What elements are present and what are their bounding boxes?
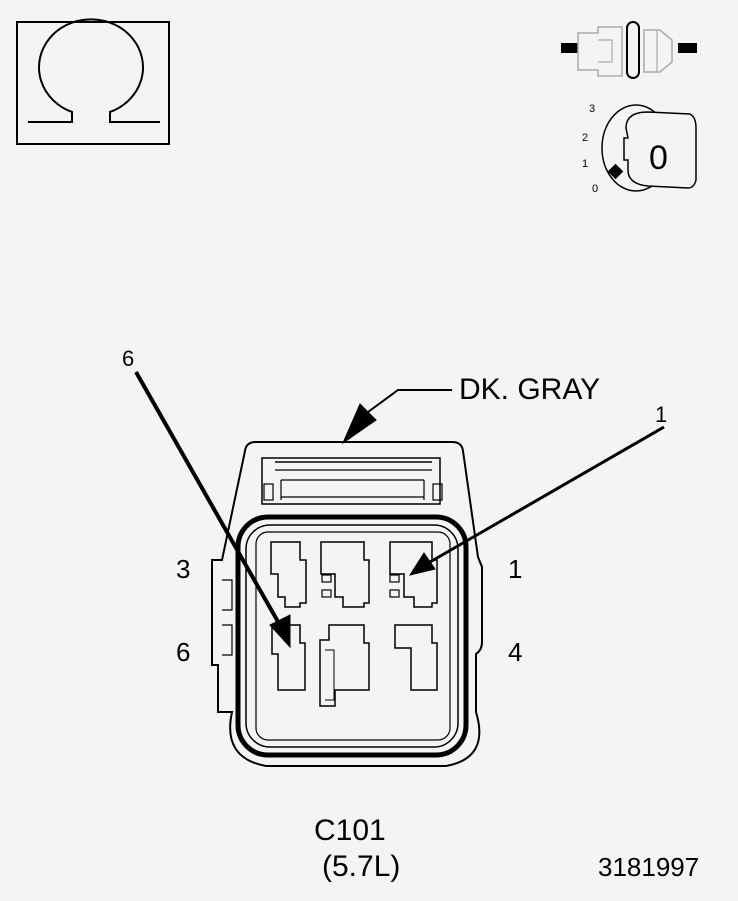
ignition-position-3: 3	[589, 103, 595, 115]
pin-6-label: 6	[176, 637, 190, 667]
ignition-position-1: 1	[582, 158, 588, 170]
connector-color-label: DK. GRAY	[459, 373, 600, 406]
ignition-key-off-icon: 3 2 1 0 0	[582, 103, 697, 195]
ohm-meter-icon	[16, 18, 170, 145]
ignition-position-0: 0	[592, 183, 598, 195]
pin-1-label: 1	[508, 554, 522, 584]
callout-leaders	[134, 371, 665, 649]
pin-4-label: 4	[508, 637, 522, 667]
disconnected-connector-icon	[561, 21, 697, 79]
figure-number: 3181997	[598, 852, 699, 882]
pin-1-callout-label: 1	[655, 402, 667, 427]
pin-6-callout-label: 6	[122, 346, 134, 371]
connector-name: C101	[314, 814, 386, 847]
connector-variant: (5.7L)	[322, 850, 400, 883]
pin-3-label: 3	[176, 554, 190, 584]
ignition-key-label: 0	[649, 139, 668, 177]
connector-c101	[211, 441, 483, 767]
ignition-position-2: 2	[582, 132, 588, 144]
